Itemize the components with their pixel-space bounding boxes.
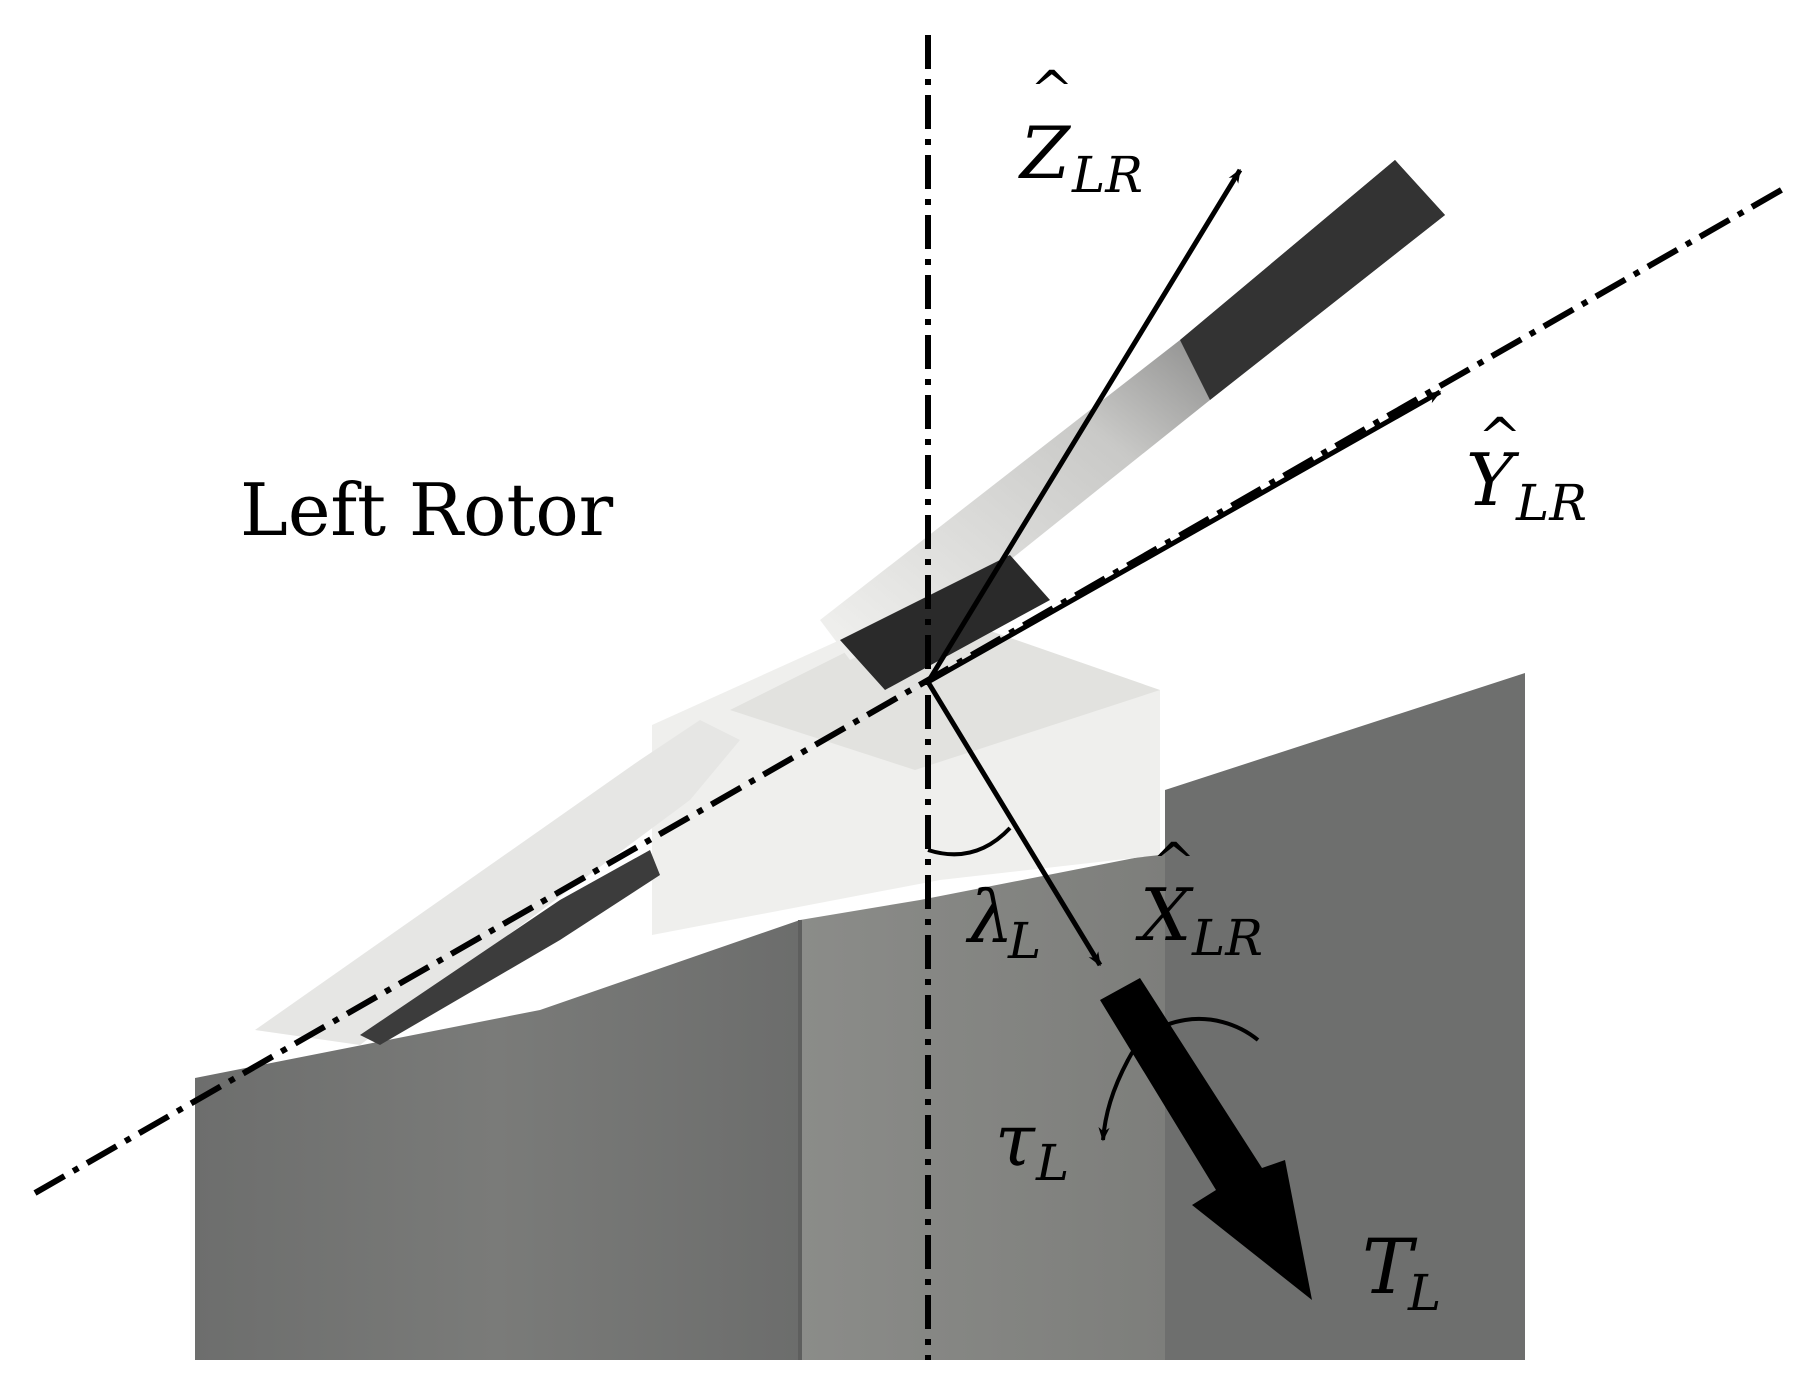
y-axis-label: ^ Y LR [1466,408,1587,532]
reference-lines [33,35,1792,1360]
torque-label: τ L [995,1098,1069,1192]
thrust-symbol: T [1362,1222,1418,1311]
x-hat-mark: ^ [1152,833,1196,893]
y-hat-mark: ^ [1478,408,1522,468]
rotor-blades [255,160,1445,1045]
torque-subscript: L [1035,1134,1069,1192]
z-axis-arrow [925,168,1243,684]
axis-arrows [925,168,1442,967]
angle-label: λ L [965,875,1041,970]
hub-dark-block [840,555,1050,690]
angle-arc [927,826,1012,857]
torque-symbol: τ [995,1098,1036,1182]
blade-tip-dark [1180,160,1445,400]
blade-lower-shadow [360,850,660,1045]
labels: Left Rotor ^ Z LR ^ Y LR ^ X LR λ L τ L [240,61,1587,1322]
angle-symbol: λ [965,875,1014,959]
y-axis-subscript: LR [1515,474,1587,532]
z-axis-label: ^ Z LR [1018,61,1143,204]
z-axis-symbol: Z [1018,111,1072,195]
y-axis-arrow [926,389,1442,685]
thrust-label: T L [1362,1222,1441,1322]
thrust-arrow [1100,978,1312,1300]
x-axis-subscript: LR [1191,909,1263,967]
thrust-subscript: L [1407,1264,1441,1322]
body-left-panel [195,920,800,1360]
z-axis-subscript: LR [1071,146,1143,204]
body-right-panel [1165,673,1525,1360]
body-pillar [800,852,1165,1360]
y-axis-symbol: Y [1466,438,1520,522]
torque-arc-arrow [1098,1017,1260,1142]
rotor-plane-line [33,182,1792,1196]
x-axis-arrow [925,680,1103,967]
angle-subscript: L [1007,912,1041,970]
x-axis-symbol: X [1135,873,1194,957]
z-hat-mark: ^ [1030,61,1074,121]
rotor-title: Left Rotor [240,468,614,552]
blade-lower [255,720,740,1045]
x-axis-label: ^ X LR [1135,833,1263,967]
